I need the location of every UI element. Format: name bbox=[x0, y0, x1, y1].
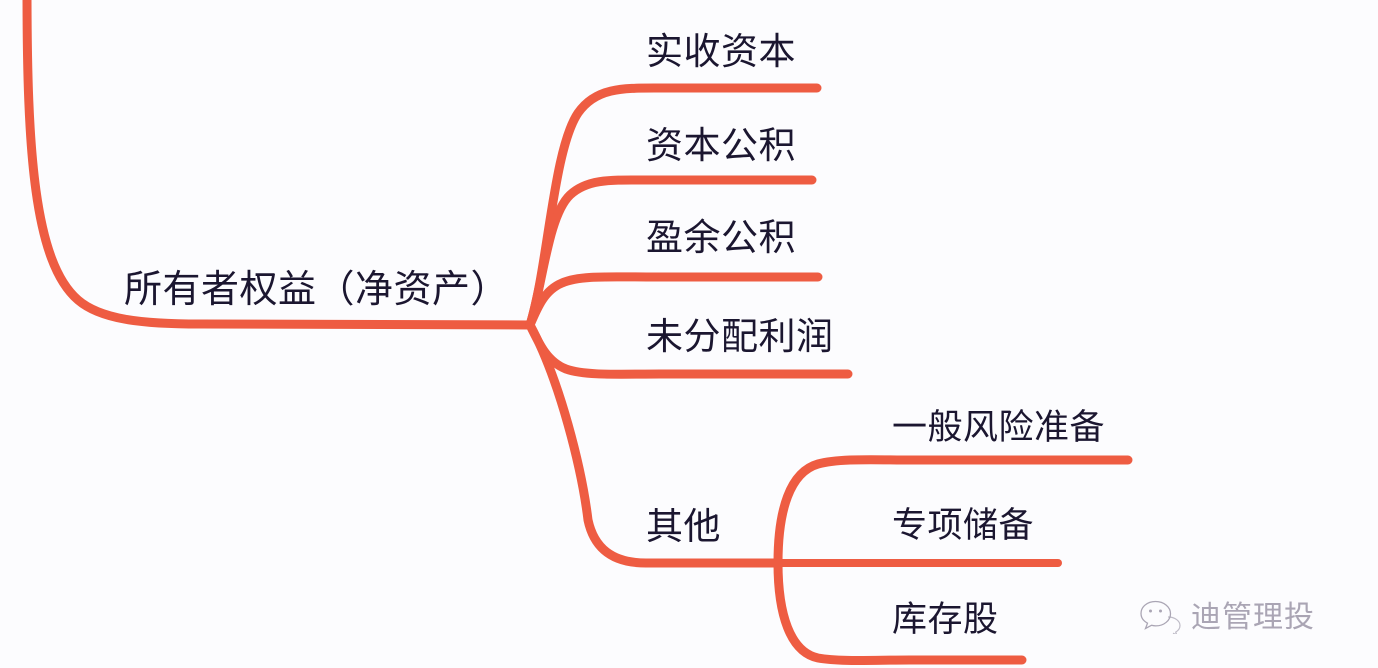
branch-treasury-stock bbox=[773, 558, 1027, 665]
node-label-other[interactable]: 其他 bbox=[646, 506, 721, 547]
node-label-paid-in-capital[interactable]: 实收资本 bbox=[646, 31, 796, 72]
branch-paid-in-capital bbox=[525, 83, 822, 330]
node-label-surplus-reserve[interactable]: 盈余公积 bbox=[646, 217, 796, 258]
node-label-treasury-stock[interactable]: 库存股 bbox=[892, 600, 999, 639]
watermark-text: 迪管理投 bbox=[1191, 601, 1315, 634]
node-label-owners-equity[interactable]: 所有者权益（净资产） bbox=[124, 269, 510, 311]
wechat-bubble-icon bbox=[1140, 600, 1181, 634]
branch-capital-reserve bbox=[525, 175, 817, 330]
watermark: 迪管理投 bbox=[1138, 592, 1315, 636]
node-label-capital-reserve[interactable]: 资本公积 bbox=[646, 125, 796, 166]
node-label-general-risk-reserve[interactable]: 一般风险准备 bbox=[892, 408, 1106, 447]
node-label-special-reserve[interactable]: 专项储备 bbox=[892, 506, 1035, 545]
branch-general-risk-reserve bbox=[773, 455, 1133, 568]
node-label-undistributed-profit[interactable]: 未分配利润 bbox=[646, 316, 834, 357]
branch-root-trunk bbox=[22, 0, 535, 330]
branch-other bbox=[525, 320, 783, 568]
branch-surplus-reserve bbox=[525, 272, 823, 330]
